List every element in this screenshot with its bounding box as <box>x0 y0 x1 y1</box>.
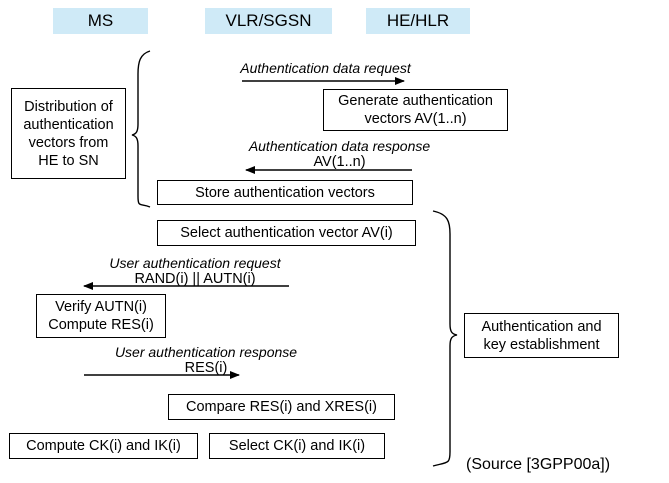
phase-box-auth-key: Authentication and key establishment <box>464 313 619 358</box>
process-box-select-ck-ik-label: Select CK(i) and IK(i) <box>228 438 366 454</box>
process-box-compare-res: Compare RES(i) and XRES(i) <box>168 394 395 420</box>
message-label-auth-data-request: Authentication data request <box>240 60 411 76</box>
column-header-ms: MS <box>53 8 148 34</box>
message-sub-user-auth-response: RES(i) <box>184 360 228 376</box>
phase-box-distribution: Distribution of authentication vectors f… <box>11 88 126 179</box>
process-box-store-av-label: Store authentication vectors <box>195 184 375 201</box>
process-box-select-av-label: Select authentication vector AV(i) <box>180 225 393 241</box>
source-note: (Source [3GPP00a]) <box>466 456 611 473</box>
column-header-he-hlr: HE/HLR <box>366 8 470 34</box>
process-box-select-av: Select authentication vector AV(i) <box>157 220 416 246</box>
message-sub-auth-data-response: AV(1..n) <box>313 154 366 170</box>
process-box-generate-av-label: Generate authentication vectors AV(1..n) <box>338 93 493 127</box>
brace-right-auth-key <box>432 210 458 467</box>
process-box-verify-autn: Verify AUTN(i) Compute RES(i) <box>36 294 166 338</box>
process-box-compare-res-label: Compare RES(i) and XRES(i) <box>186 399 377 415</box>
process-box-generate-av: Generate authentication vectors AV(1..n) <box>323 89 508 131</box>
column-header-vlr-sgsn: VLR/SGSN <box>205 8 332 34</box>
phase-box-distribution-label: Distribution of authentication vectors f… <box>23 98 114 169</box>
brace-left-distribution <box>131 50 151 208</box>
phase-box-auth-key-label: Authentication and key establishment <box>481 318 602 353</box>
message-label-user-auth-request: User authentication request <box>109 255 281 271</box>
process-box-compute-ck-ik-label: Compute CK(i) and IK(i) <box>26 438 181 454</box>
process-box-store-av: Store authentication vectors <box>157 180 413 205</box>
process-box-verify-autn-label: Verify AUTN(i) Compute RES(i) <box>48 299 154 333</box>
process-box-compute-ck-ik: Compute CK(i) and IK(i) <box>9 433 198 459</box>
message-label-user-auth-response: User authentication response <box>114 344 298 360</box>
message-label-auth-data-response: Authentication data response <box>248 138 431 154</box>
process-box-select-ck-ik: Select CK(i) and IK(i) <box>209 433 385 459</box>
message-sub-user-auth-request: RAND(i) || AUTN(i) <box>134 271 256 287</box>
